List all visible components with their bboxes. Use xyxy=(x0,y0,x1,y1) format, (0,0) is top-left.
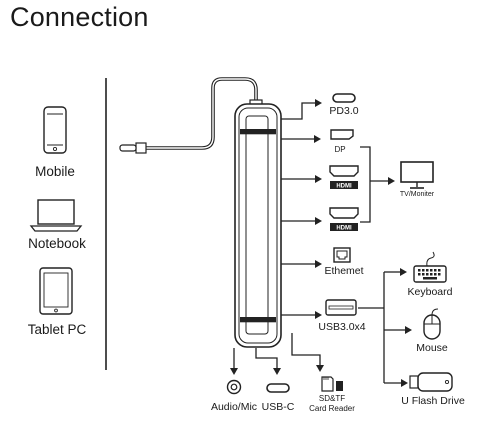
smartphone-icon xyxy=(43,106,67,154)
usb-port: USB3.0x4 xyxy=(318,299,366,333)
mobile-label: Mobile xyxy=(35,164,75,179)
usb-c-port-icon xyxy=(266,383,290,393)
usb-label: USB3.0x4 xyxy=(318,321,365,333)
monitor-icon xyxy=(400,161,434,189)
usbc-label: USB-C xyxy=(262,401,295,413)
hdmi-logo xyxy=(330,223,358,231)
hdmi-port-1: HDMI xyxy=(329,165,359,190)
mouse-device: Mouse xyxy=(416,308,448,354)
pd-label: PD3.0 xyxy=(329,105,358,117)
tablet-label: Tablet PC xyxy=(28,322,87,337)
keyboard-label: Keyboard xyxy=(408,286,453,298)
tv-monitor: TV/Moniter xyxy=(400,161,435,198)
dp-port: DP xyxy=(330,129,354,154)
flash-drive-device: U Flash Drive xyxy=(401,372,465,407)
ethernet-port: Ethemet xyxy=(324,247,364,277)
usb-hub-body xyxy=(234,103,282,348)
hdmi-port-icon xyxy=(329,165,359,177)
keyboard-icon xyxy=(413,251,447,283)
usb-c-port-bottom: USB-C xyxy=(262,383,295,413)
audio-port: Audio/Mic xyxy=(211,379,257,413)
card-reader-label-1: SD&TF xyxy=(319,394,345,403)
usb-c-port-icon xyxy=(332,93,356,103)
hdmi-port-2: HDMI xyxy=(329,207,359,232)
page-title: Connection xyxy=(10,2,149,32)
hdmi-logo-text: HDMI xyxy=(336,184,352,190)
card-reader-port: SD&TF Card Reader xyxy=(309,376,355,413)
device-notebook: Notebook xyxy=(28,199,86,251)
port-connectors xyxy=(233,102,405,384)
device-tablet: Tablet PC xyxy=(28,267,87,337)
ethernet-port-icon xyxy=(333,247,351,263)
flash-drive-icon xyxy=(409,372,453,392)
arrowheads xyxy=(230,99,412,387)
displayport-icon xyxy=(330,129,354,140)
usb-a-port-icon xyxy=(325,299,357,316)
laptop-icon xyxy=(29,199,83,232)
device-mobile: Mobile xyxy=(35,106,75,179)
pd-port: PD3.0 xyxy=(329,93,359,117)
flash-drive-label: U Flash Drive xyxy=(401,395,465,407)
tablet-icon xyxy=(39,267,73,315)
notebook-label: Notebook xyxy=(28,236,86,251)
hdmi-logo xyxy=(330,181,358,189)
mouse-label: Mouse xyxy=(416,342,448,354)
dp-label: DP xyxy=(334,145,345,154)
tv-monitor-label: TV/Moniter xyxy=(400,191,435,198)
hdmi-port-icon xyxy=(329,207,359,219)
mouse-icon xyxy=(423,308,441,340)
audio-jack-icon xyxy=(226,379,242,395)
usb-c-cable xyxy=(119,77,263,154)
sd-card-icon xyxy=(321,376,343,392)
ethernet-label: Ethemet xyxy=(324,265,363,277)
audio-label: Audio/Mic xyxy=(211,401,257,413)
card-reader-label-2: Card Reader xyxy=(309,404,355,413)
keyboard-device: Keyboard xyxy=(408,251,453,298)
hdmi-logo-text: HDMI xyxy=(336,226,352,232)
